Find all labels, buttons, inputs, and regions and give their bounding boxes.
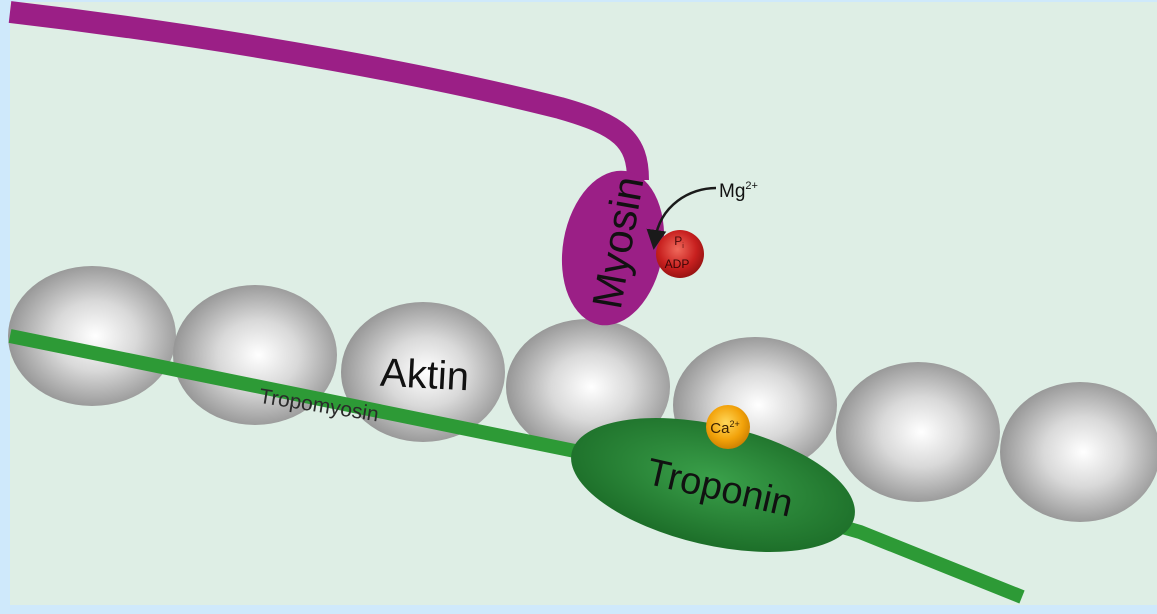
adp-label: ADP [665, 257, 690, 271]
myosin-tail [8, 1, 649, 181]
actin-bead [836, 362, 1000, 502]
calcium-ball [706, 405, 750, 449]
magnesium-label: Mg2+ [719, 180, 758, 202]
phosphate-label: Pi [674, 234, 684, 250]
adp-pi-ball [656, 230, 704, 278]
calcium-label: Ca2+ [710, 419, 739, 437]
myosin-head [561, 170, 665, 326]
actin-bead [8, 266, 176, 406]
actin-bead [1000, 382, 1157, 522]
mg-arrow [646, 186, 717, 250]
actin-label: Aktin [379, 351, 470, 400]
troponin-complex [571, 418, 855, 552]
